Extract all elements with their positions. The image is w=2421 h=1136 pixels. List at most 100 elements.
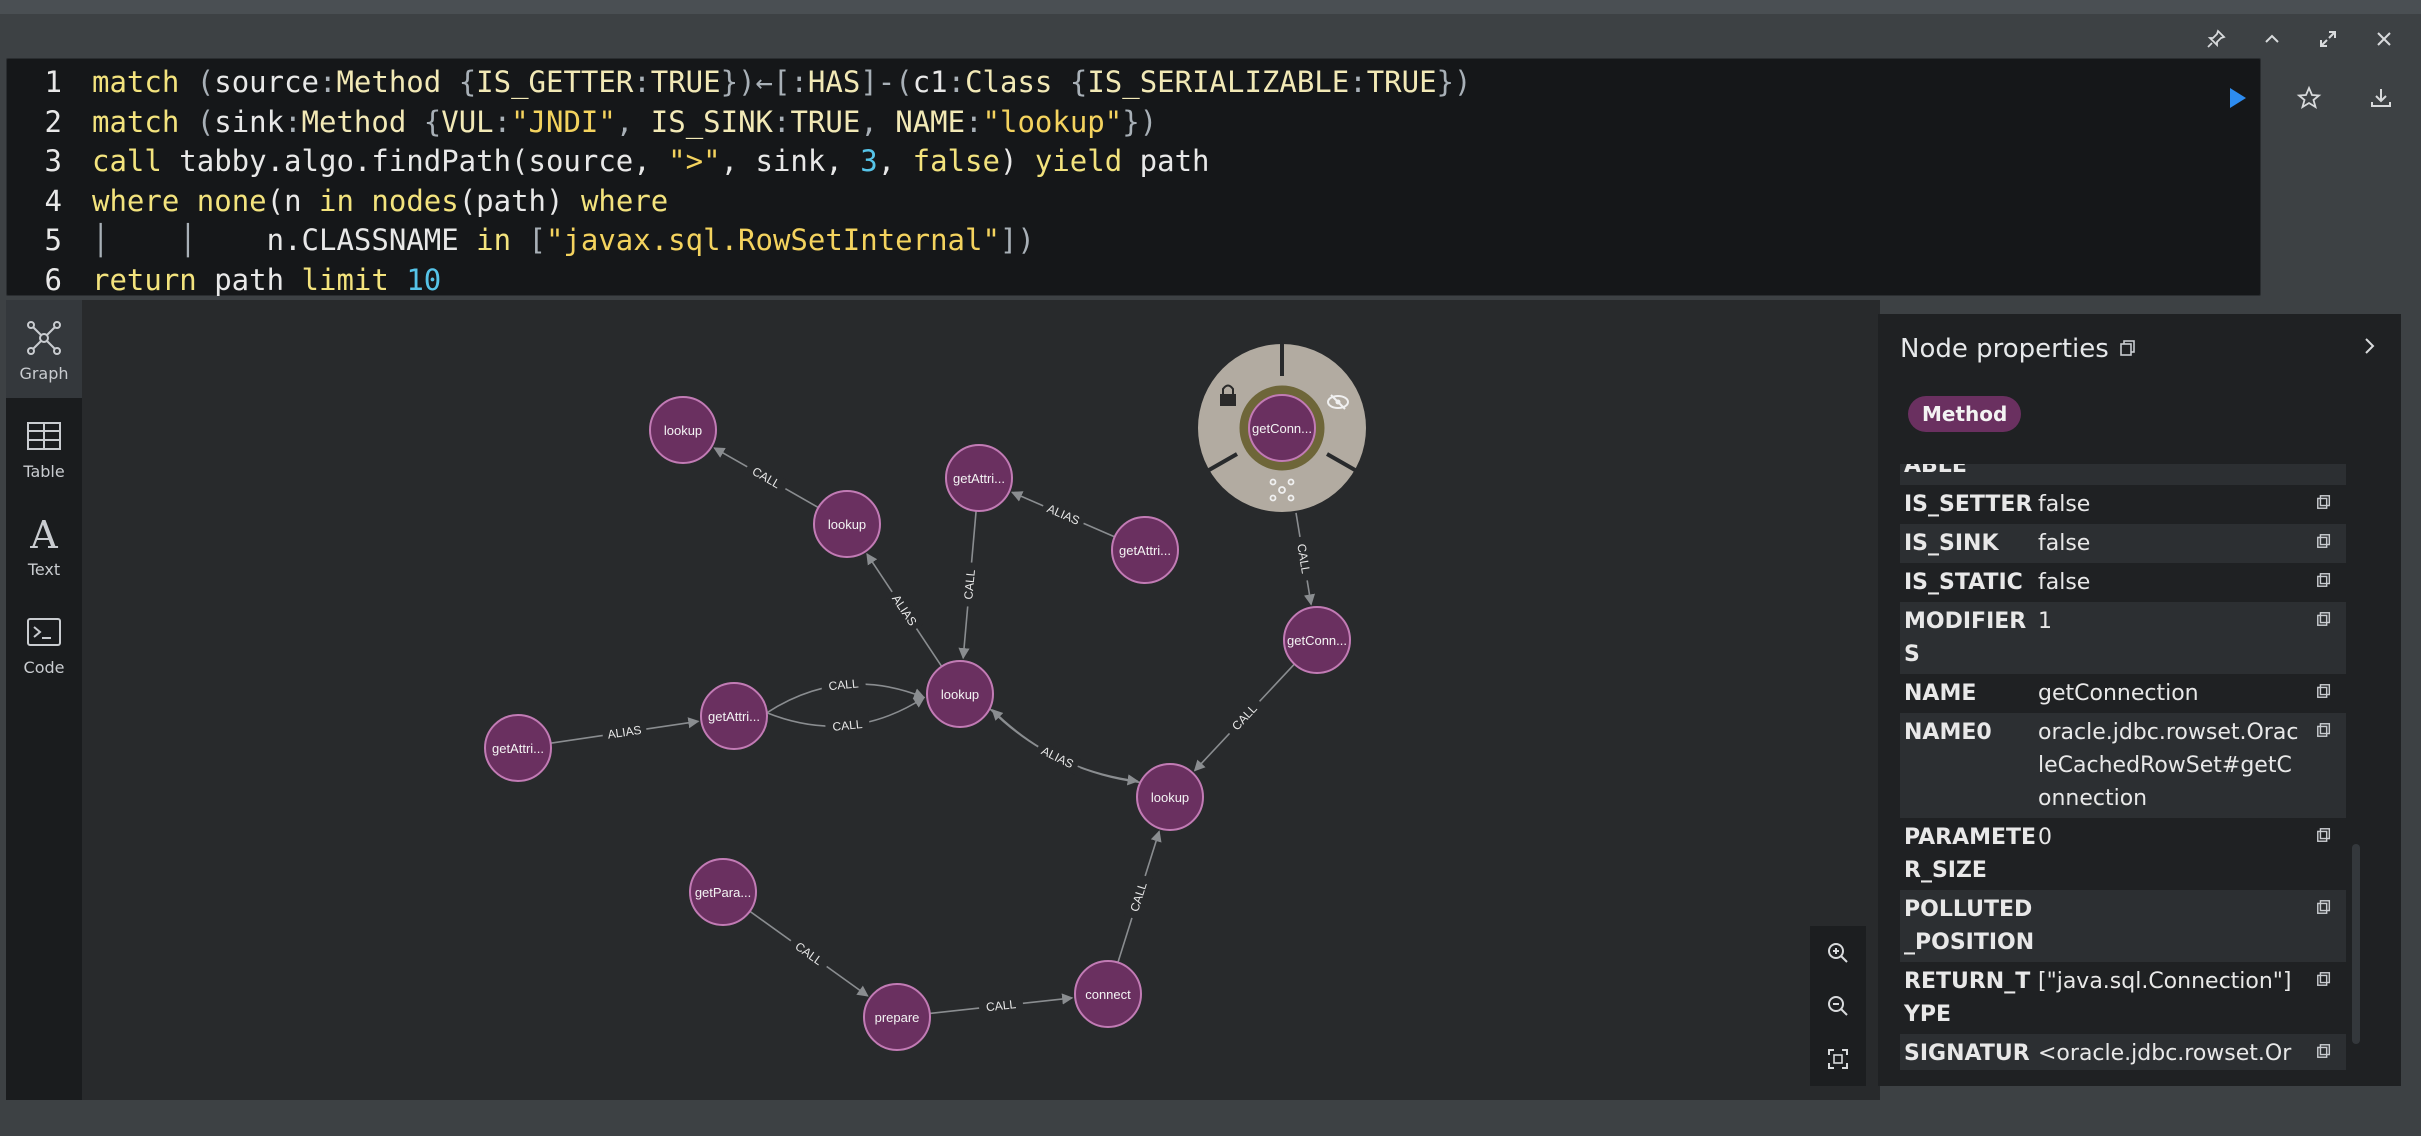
graph-node-label: connect	[1085, 987, 1131, 1002]
code-token: IS_SINK	[650, 104, 773, 139]
code-token: ,	[615, 104, 651, 139]
graph-node[interactable]: lookup	[813, 490, 881, 558]
graph-node-circle[interactable]	[700, 682, 768, 750]
line-number: 5	[44, 223, 62, 257]
code-token: :	[947, 65, 966, 99]
code-token: ]-(	[860, 65, 913, 99]
graph-node[interactable]: getAttri...	[484, 714, 552, 782]
graph-node[interactable]: getPara...	[689, 858, 757, 926]
graph-node[interactable]: getAttri...	[945, 444, 1013, 512]
code-token: (n	[266, 183, 320, 218]
code-token: })	[1122, 104, 1158, 139]
expand-neighbors-icon[interactable]	[1269, 478, 1295, 502]
zoom-in-icon[interactable]	[1818, 933, 1858, 973]
sidebar-item-graph[interactable]: Graph	[6, 300, 82, 398]
edges-layer: CALLALIASCALLALIASALIASCALLCALLCALLALIAS…	[550, 447, 1316, 1016]
code-token: none	[196, 183, 267, 218]
copy-icon[interactable]	[2304, 965, 2344, 987]
lock-icon[interactable]	[1220, 384, 1236, 407]
pin-icon[interactable]	[2199, 22, 2233, 56]
chevron-up-icon[interactable]	[2255, 22, 2289, 56]
code-token: tabby.algo.findPath(source,	[161, 144, 669, 178]
graph-node-circle[interactable]	[1111, 516, 1179, 584]
graph-svg[interactable]: CALLALIASCALLALIASALIASCALLCALLCALLALIAS…	[82, 300, 1880, 1100]
label-badge[interactable]: Method	[1908, 396, 2022, 432]
code-token: :	[965, 104, 983, 139]
graph-node[interactable]: lookup	[649, 396, 717, 464]
code-token: :	[633, 65, 651, 99]
graph-node-circle[interactable]	[649, 396, 717, 464]
property-value: 1	[2038, 609, 2052, 634]
graph-node[interactable]: getConn...	[1283, 606, 1351, 674]
graph-node-circle[interactable]	[813, 490, 881, 558]
code-token: call	[92, 144, 162, 178]
edge-label: CALL	[985, 997, 1017, 1014]
star-icon[interactable]	[2289, 78, 2329, 118]
property-key: MODIFIERS	[1904, 609, 2027, 667]
download-icon[interactable]	[2361, 78, 2401, 118]
graph-edge[interactable]	[991, 709, 1141, 784]
code-token: "javax.sql.RowSetInternal"	[545, 223, 1000, 257]
sidebar-item-table[interactable]: Table	[6, 398, 82, 496]
graph-node[interactable]: connect	[1074, 960, 1142, 1028]
copy-icon[interactable]	[2304, 566, 2344, 588]
chevron-right-icon[interactable]	[2351, 328, 2387, 364]
editor-actions	[2217, 78, 2401, 118]
copy-icon[interactable]	[2119, 334, 2137, 364]
fit-icon[interactable]	[1818, 1039, 1858, 1079]
close-icon[interactable]	[2367, 22, 2401, 56]
edge-label-background	[1292, 535, 1316, 582]
code-token: source	[214, 65, 319, 99]
graph-node[interactable]: prepare	[863, 983, 931, 1051]
graph-node[interactable]: getAttri...	[1111, 516, 1179, 584]
graph-node-circle[interactable]	[1248, 394, 1316, 462]
scrollbar-thumb[interactable]	[2352, 844, 2360, 1044]
edge-label: ALIAS	[1045, 501, 1082, 527]
copy-icon[interactable]	[2304, 893, 2344, 915]
graph-node-circle[interactable]	[1283, 606, 1351, 674]
code-token: {	[441, 65, 477, 99]
copy-icon[interactable]	[2304, 488, 2344, 510]
panel-title-text: Node properties	[1900, 334, 2109, 364]
graph-node[interactable]: lookup	[926, 660, 994, 728]
graph-node-circle[interactable]	[689, 858, 757, 926]
graph-node[interactable]: getAttri...	[700, 682, 768, 750]
edge-label: CALL	[961, 569, 978, 600]
graph-node[interactable]: lookup	[1136, 763, 1204, 831]
property-row: RETURN_TYPE["java.sql.Connection"]	[1900, 962, 2346, 1034]
line-number: 4	[44, 183, 62, 218]
graph-canvas[interactable]: CALLALIASCALLALIASALIASCALLCALLCALLALIAS…	[82, 300, 1880, 1100]
code-token: IS_SERIALIZABLE	[1087, 65, 1350, 99]
graph-node-circle[interactable]	[1074, 960, 1142, 1028]
edge-label: CALL	[828, 676, 860, 693]
copy-icon[interactable]	[2304, 716, 2344, 738]
graph-node-circle[interactable]	[1136, 763, 1204, 831]
code-token: "lookup"	[982, 104, 1123, 139]
code-token: where	[92, 183, 180, 218]
properties-scrollbar[interactable]	[2352, 464, 2360, 1070]
graph-node-label: getPara...	[695, 885, 751, 900]
graph-node[interactable]: getConn...	[1248, 394, 1316, 462]
graph-edge[interactable]	[989, 707, 1139, 786]
play-icon[interactable]	[2217, 78, 2257, 118]
sidebar-item-label: Table	[23, 461, 65, 481]
graph-node-label: getConn...	[1287, 633, 1347, 648]
graph-node-circle[interactable]	[863, 983, 931, 1051]
zoom-out-icon[interactable]	[1818, 986, 1858, 1026]
graph-node-circle[interactable]	[484, 714, 552, 782]
copy-icon[interactable]	[2304, 527, 2344, 549]
copy-icon[interactable]	[2304, 677, 2344, 699]
sidebar-item-text[interactable]: A Text	[6, 496, 82, 594]
graph-node-circle[interactable]	[926, 660, 994, 728]
panel-title: Node properties	[1900, 334, 2137, 364]
expand-icon[interactable]	[2311, 22, 2345, 56]
property-key: IS_STATIC	[1904, 570, 2023, 595]
copy-icon[interactable]	[2304, 1037, 2344, 1059]
hide-icon[interactable]	[1327, 394, 1349, 410]
graph-node-circle[interactable]	[945, 444, 1013, 512]
copy-icon[interactable]	[2304, 605, 2344, 627]
code-token	[179, 182, 196, 222]
copy-icon[interactable]	[2304, 821, 2344, 843]
sidebar-item-code[interactable]: Code	[6, 594, 82, 692]
